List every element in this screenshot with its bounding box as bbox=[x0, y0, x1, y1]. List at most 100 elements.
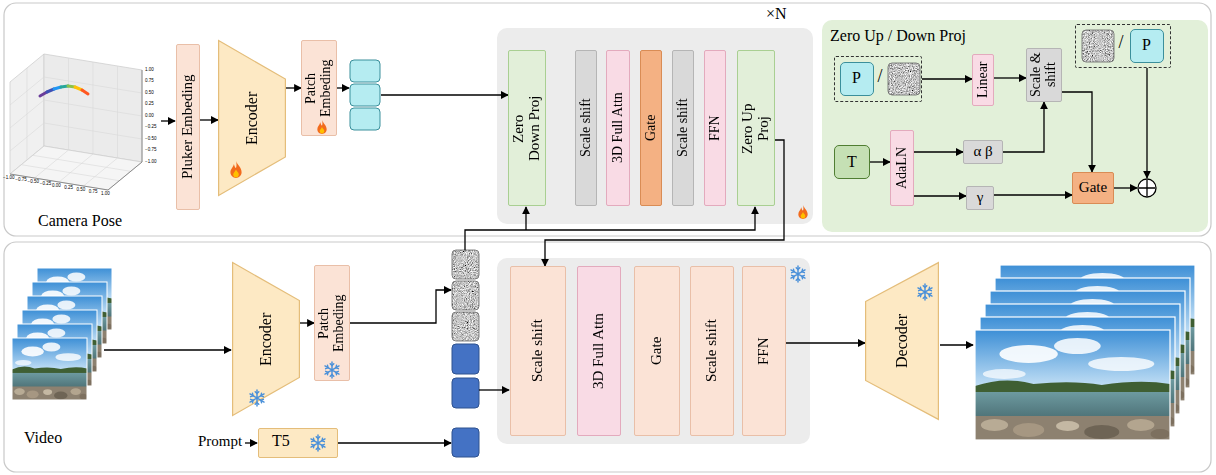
tick-label: 1.00 bbox=[101, 192, 110, 197]
video-frames-part bbox=[12, 338, 87, 400]
box-label: α β bbox=[973, 144, 992, 160]
trapezoid-shape bbox=[233, 263, 300, 416]
input-group: /P bbox=[834, 56, 922, 102]
text-tokens-part bbox=[452, 378, 479, 408]
flow-arrow bbox=[1003, 102, 1044, 152]
attention-box: 3D Full Attn bbox=[577, 266, 621, 436]
sum-symbol-part bbox=[1138, 179, 1156, 197]
noise-tokens-part bbox=[452, 250, 479, 279]
box-label: Encoder bbox=[244, 48, 261, 188]
video-frames-part-part bbox=[12, 338, 87, 400]
tick-label: −1.00 bbox=[145, 160, 156, 165]
camera-pose-plot-part bbox=[10, 58, 142, 186]
ffn-box: FFN bbox=[704, 50, 726, 206]
figure-caption: Camera Pose bbox=[38, 213, 122, 229]
gate-box: Gate bbox=[640, 50, 662, 206]
camera-pose-plot-part bbox=[10, 146, 142, 190]
box-label: AdaLN bbox=[895, 134, 910, 202]
camera-tokens bbox=[350, 60, 380, 130]
flow-arrows-part bbox=[381, 94, 508, 95]
noise-tokens-part bbox=[452, 312, 479, 341]
flow-arrow bbox=[286, 87, 301, 88]
flow-arrow bbox=[1062, 92, 1092, 172]
output-frames-part-part bbox=[975, 330, 1170, 440]
output-frames-part-part bbox=[975, 330, 1170, 440]
frozen-icons-part bbox=[250, 390, 264, 406]
tick-label: −0.75 bbox=[145, 148, 156, 153]
box-label: ×N bbox=[766, 6, 787, 23]
sum-symbol bbox=[1138, 179, 1156, 197]
flow-arrow bbox=[300, 322, 314, 323]
trainable-icons-part bbox=[317, 120, 326, 134]
panel-frames-part bbox=[4, 3, 1211, 236]
box-label: P bbox=[852, 70, 861, 87]
frozen-icons-part bbox=[311, 435, 325, 451]
trainable-icons bbox=[230, 120, 807, 219]
figure-caption: Video bbox=[24, 430, 62, 446]
noise-tokens-part bbox=[1082, 30, 1114, 62]
frozen-icons bbox=[250, 266, 932, 451]
attention-box: 3D Full Attn bbox=[606, 50, 630, 206]
camera-pose-plot-part-part bbox=[21, 150, 130, 186]
flow-arrows-part bbox=[104, 349, 231, 350]
tick-label: 0.75 bbox=[89, 190, 98, 195]
input-label: Prompt bbox=[198, 434, 242, 449]
scale-shift-box: Scale shift bbox=[575, 50, 597, 206]
trainable-icons-part bbox=[230, 161, 241, 178]
frozen-icons-part bbox=[325, 362, 339, 378]
embedding-box: Pluker Embeding bbox=[176, 44, 200, 210]
box-label: Zero Up Proj bbox=[740, 95, 772, 162]
text-tokens-part bbox=[452, 344, 479, 374]
tick-label: 1.00 bbox=[145, 68, 154, 73]
camera-pose-plot-part-part bbox=[44, 58, 142, 158]
box-label: FFN bbox=[708, 54, 723, 202]
tick-label: −0.75 bbox=[15, 178, 26, 183]
box-label: Patch Embeding bbox=[304, 57, 333, 119]
scale-shift-box: Scale shift bbox=[690, 266, 734, 436]
tick-label: 0.00 bbox=[52, 184, 61, 189]
box-label: 3D Full Attn bbox=[611, 54, 626, 202]
scale-shift-box: Scale shift bbox=[510, 266, 566, 436]
flow-arrow bbox=[914, 195, 966, 196]
tick-label: −0.25 bbox=[40, 182, 51, 187]
tick-label: −0.50 bbox=[28, 180, 39, 185]
scale-shift-box: Scale & shift bbox=[1026, 48, 1062, 102]
projection-box: Zero Down Proj bbox=[508, 50, 546, 206]
text-tokens bbox=[452, 344, 479, 457]
tick-label: −0.50 bbox=[145, 137, 156, 142]
box-label: Scale shift bbox=[530, 270, 546, 432]
gate-box: Gate bbox=[1072, 172, 1114, 204]
panel-frames bbox=[4, 3, 1211, 472]
panel-frames-part bbox=[497, 258, 810, 444]
panel-frames-part bbox=[497, 28, 813, 224]
box-label: Scale & shift bbox=[1029, 52, 1058, 98]
box-label: T bbox=[847, 154, 857, 171]
transformer-block: ×NZero Down ProjScale shift3D Full AttnG… bbox=[497, 28, 813, 224]
noise-tokens-part bbox=[452, 281, 479, 310]
param-box: α β bbox=[963, 140, 1003, 164]
box-label: / bbox=[1119, 33, 1124, 52]
adaln-box: AdaLN bbox=[890, 130, 914, 206]
frozen-icons-part bbox=[791, 266, 805, 282]
noise-tokens-part-part bbox=[452, 312, 479, 341]
ffn-box: FFN bbox=[742, 266, 786, 436]
flow-arrows-part bbox=[348, 290, 451, 323]
tick-label: 0.00 bbox=[145, 114, 154, 119]
box-label: T5 bbox=[272, 433, 290, 450]
param-box: γ bbox=[966, 186, 994, 210]
flow-arrow bbox=[994, 194, 1072, 195]
box-label: 3D Full Attn bbox=[591, 270, 607, 432]
projection-box: Zero Up Proj bbox=[737, 50, 775, 206]
box-label: Gate bbox=[644, 54, 659, 202]
flow-arrow bbox=[922, 78, 972, 79]
detail-panel: Zero Up / Down Proj/PLinearScale & shift… bbox=[822, 20, 1208, 232]
flow-arrows-part bbox=[1146, 68, 1147, 178]
trapezoid-shape bbox=[866, 263, 939, 420]
box-label: Zero Up / Down Proj bbox=[830, 28, 966, 45]
box-label: Scale shift bbox=[676, 54, 691, 202]
token-box: P bbox=[1130, 29, 1164, 63]
camera-pose-plot-part-part bbox=[10, 68, 44, 160]
tick-label: 0.25 bbox=[64, 186, 73, 191]
camera-pose-plot bbox=[10, 54, 142, 190]
camera-pose-plot-part bbox=[10, 70, 142, 190]
